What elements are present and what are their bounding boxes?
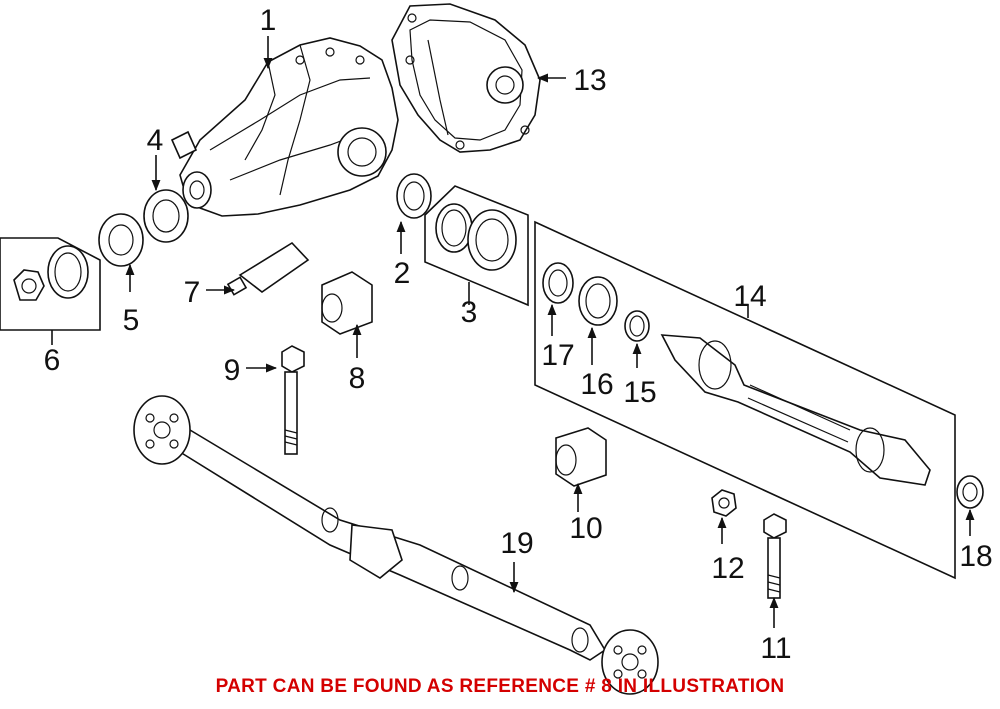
callout-16: 16 bbox=[580, 368, 613, 401]
callout-18: 18 bbox=[959, 540, 992, 573]
part-3-seal-kit bbox=[424, 185, 529, 307]
callout-11: 11 bbox=[760, 632, 791, 665]
part-10-mount-bushing bbox=[555, 427, 607, 487]
part-8-mount-bushing bbox=[321, 271, 373, 335]
part-4-pinion-seal bbox=[143, 189, 189, 243]
part-7-sealant-tube bbox=[226, 241, 310, 296]
callout-8: 8 bbox=[349, 362, 366, 395]
part-13-differential-cover bbox=[391, 3, 541, 153]
callout-3: 3 bbox=[461, 296, 478, 329]
part-1-differential-housing bbox=[170, 37, 399, 217]
callout-13: 13 bbox=[573, 64, 606, 97]
callout-19: 19 bbox=[500, 527, 533, 560]
part-11-bolt bbox=[763, 513, 787, 599]
callout-9: 9 bbox=[224, 354, 241, 387]
part-14-axle-shaft-assembly bbox=[534, 220, 956, 580]
part-9-bolt bbox=[281, 345, 305, 455]
callout-6: 6 bbox=[44, 344, 61, 377]
callout-7: 7 bbox=[184, 276, 201, 309]
part-15-seal-ring bbox=[624, 310, 650, 342]
callout-1: 1 bbox=[260, 4, 277, 37]
callout-17: 17 bbox=[541, 339, 574, 372]
part-2-axle-seal bbox=[396, 173, 432, 219]
part-16-seal bbox=[578, 276, 618, 326]
part-19-drive-shaft bbox=[133, 395, 659, 695]
callout-5: 5 bbox=[123, 304, 140, 337]
part-5-flange-seal bbox=[98, 213, 144, 267]
callout-10: 10 bbox=[569, 512, 602, 545]
part-17-seal bbox=[542, 262, 574, 304]
callout-2: 2 bbox=[394, 257, 411, 290]
callout-14: 14 bbox=[733, 280, 766, 313]
callout-4: 4 bbox=[147, 124, 164, 157]
reference-note: PART CAN BE FOUND AS REFERENCE # 8 IN IL… bbox=[215, 676, 785, 697]
callout-labels: 1 13 4 2 3 5 6 7 8 9 10 14 17 16 15 18 1… bbox=[44, 4, 993, 665]
callout-15: 15 bbox=[623, 376, 656, 409]
part-12-nut bbox=[711, 489, 737, 517]
part-6-nut-seal-kit bbox=[0, 237, 101, 331]
leader-lines bbox=[51, 36, 975, 628]
part-18-cap bbox=[956, 475, 984, 509]
callout-12: 12 bbox=[711, 552, 744, 585]
